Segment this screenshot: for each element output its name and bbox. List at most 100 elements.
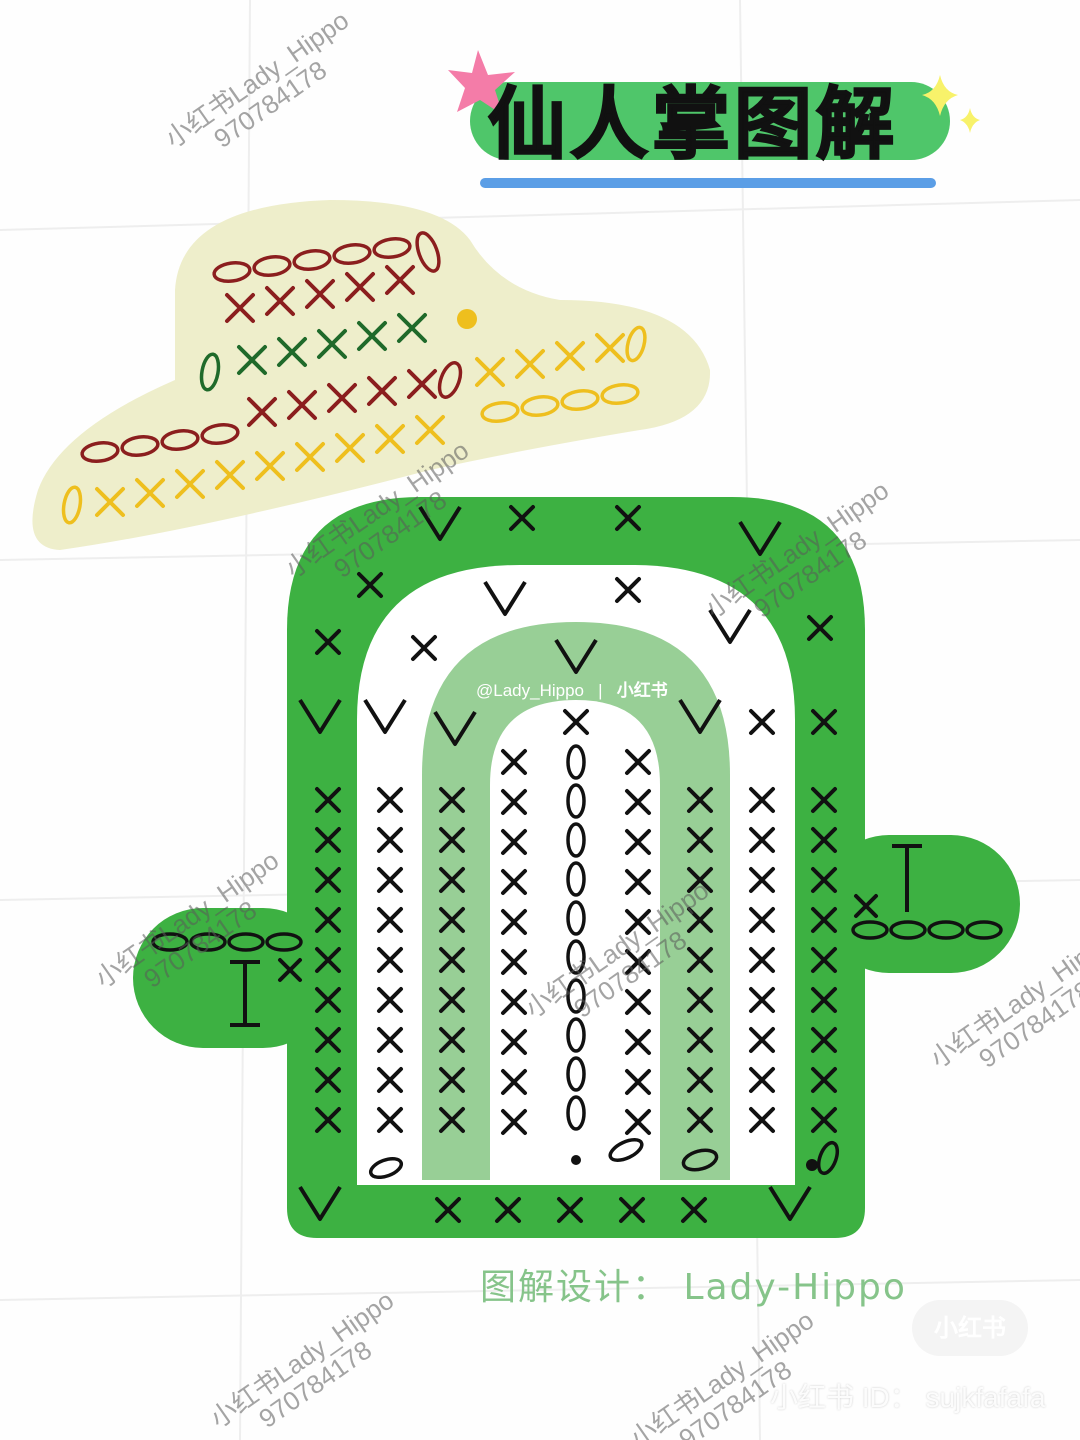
chain-symbol bbox=[199, 352, 221, 392]
chain-symbol bbox=[851, 920, 889, 940]
single-crochet-symbol bbox=[687, 827, 713, 853]
single-crochet-symbol bbox=[625, 1109, 651, 1135]
increase-symbol bbox=[708, 608, 752, 644]
single-crochet-symbol bbox=[287, 390, 317, 420]
single-crochet-symbol bbox=[625, 989, 651, 1015]
single-crochet-symbol bbox=[749, 1027, 775, 1053]
single-crochet-symbol bbox=[625, 749, 651, 775]
single-crochet-symbol bbox=[439, 947, 465, 973]
single-crochet-symbol bbox=[315, 787, 341, 813]
single-crochet-symbol bbox=[377, 987, 403, 1013]
chain-symbol bbox=[212, 260, 252, 284]
hat-stitches bbox=[61, 231, 647, 525]
title-underline bbox=[480, 178, 936, 188]
single-crochet-symbol bbox=[305, 279, 335, 309]
single-crochet-symbol bbox=[317, 329, 347, 359]
single-crochet-symbol bbox=[377, 1027, 403, 1053]
single-crochet-symbol bbox=[377, 827, 403, 853]
single-crochet-symbol bbox=[687, 1067, 713, 1093]
chain-symbol bbox=[625, 325, 647, 363]
single-crochet-symbol bbox=[501, 789, 527, 815]
single-crochet-symbol bbox=[175, 469, 205, 499]
single-crochet-symbol bbox=[265, 286, 295, 316]
single-crochet-symbol bbox=[357, 572, 383, 598]
single-crochet-symbol bbox=[501, 909, 527, 935]
single-crochet-symbol bbox=[515, 349, 545, 379]
single-crochet-symbol bbox=[327, 383, 357, 413]
single-crochet-symbol bbox=[439, 987, 465, 1013]
design-credit: 图解设计： Lady-Hippo bbox=[480, 1267, 907, 1308]
single-crochet-symbol bbox=[315, 987, 341, 1013]
single-crochet-symbol bbox=[619, 1197, 645, 1223]
single-crochet-symbol bbox=[439, 1067, 465, 1093]
increase-symbol bbox=[363, 698, 407, 734]
single-crochet-symbol bbox=[377, 1067, 403, 1093]
single-crochet-symbol bbox=[501, 1069, 527, 1095]
single-crochet-symbol bbox=[625, 869, 651, 895]
single-crochet-symbol bbox=[555, 341, 585, 371]
sparkle-icon bbox=[922, 75, 958, 116]
single-crochet-symbol bbox=[615, 577, 641, 603]
single-crochet-symbol bbox=[375, 424, 405, 454]
treble-symbol bbox=[230, 960, 260, 1027]
single-crochet-symbol bbox=[377, 947, 403, 973]
single-crochet-symbol bbox=[411, 635, 437, 661]
single-crochet-symbol bbox=[377, 1107, 403, 1133]
single-crochet-symbol bbox=[397, 313, 427, 343]
single-crochet-symbol bbox=[687, 787, 713, 813]
single-crochet-symbol bbox=[625, 1029, 651, 1055]
chain-symbol bbox=[566, 1017, 586, 1053]
single-crochet-symbol bbox=[501, 829, 527, 855]
single-crochet-symbol bbox=[315, 947, 341, 973]
single-crochet-symbol bbox=[687, 1027, 713, 1053]
single-crochet-symbol bbox=[215, 460, 245, 490]
chain-symbol bbox=[292, 248, 332, 272]
single-crochet-symbol bbox=[811, 709, 837, 735]
single-crochet-symbol bbox=[439, 827, 465, 853]
single-crochet-symbol bbox=[335, 433, 365, 463]
single-crochet-symbol bbox=[749, 709, 775, 735]
single-crochet-symbol bbox=[385, 265, 415, 295]
chain-symbol bbox=[965, 920, 1003, 940]
chain-symbol bbox=[927, 920, 965, 940]
single-crochet-symbol bbox=[811, 1107, 837, 1133]
single-crochet-symbol bbox=[811, 787, 837, 813]
single-crochet-symbol bbox=[315, 867, 341, 893]
single-crochet-symbol bbox=[315, 907, 341, 933]
single-crochet-symbol bbox=[749, 1107, 775, 1133]
single-crochet-symbol bbox=[225, 293, 255, 323]
single-crochet-symbol bbox=[749, 787, 775, 813]
single-crochet-symbol bbox=[687, 867, 713, 893]
single-crochet-symbol bbox=[687, 1107, 713, 1133]
chain-symbol bbox=[566, 1095, 586, 1131]
chain-symbol bbox=[608, 1138, 644, 1162]
single-crochet-symbol bbox=[495, 1197, 521, 1223]
pink-star-icon bbox=[448, 50, 515, 115]
page-title: 仙人掌图解 bbox=[487, 79, 899, 171]
single-crochet-symbol bbox=[475, 357, 505, 387]
single-crochet-symbol bbox=[439, 787, 465, 813]
single-crochet-symbol bbox=[625, 909, 651, 935]
single-crochet-symbol bbox=[315, 827, 341, 853]
xiaohongshu-id: 小红书 ID： sujkfafafa bbox=[770, 1382, 1046, 1413]
chain-symbol bbox=[151, 932, 189, 952]
single-crochet-symbol bbox=[415, 415, 445, 445]
single-crochet-symbol bbox=[811, 867, 837, 893]
single-crochet-symbol bbox=[811, 1067, 837, 1093]
hat-shape bbox=[32, 200, 711, 550]
chain-symbol bbox=[566, 900, 586, 936]
chain-symbol bbox=[200, 422, 240, 446]
cactus-stitches bbox=[151, 505, 1003, 1223]
single-crochet-symbol bbox=[277, 337, 307, 367]
overlay-handle: @Lady_Hippo | 小红书 bbox=[476, 676, 668, 701]
chain-symbol bbox=[227, 932, 265, 952]
chain-symbol bbox=[520, 394, 560, 418]
single-crochet-symbol bbox=[749, 947, 775, 973]
single-crochet-symbol bbox=[377, 907, 403, 933]
single-crochet-symbol bbox=[439, 867, 465, 893]
chain-symbol bbox=[566, 939, 586, 975]
single-crochet-symbol bbox=[439, 907, 465, 933]
overlay-handle-text: @Lady_Hippo bbox=[476, 681, 584, 700]
single-crochet-symbol bbox=[811, 947, 837, 973]
